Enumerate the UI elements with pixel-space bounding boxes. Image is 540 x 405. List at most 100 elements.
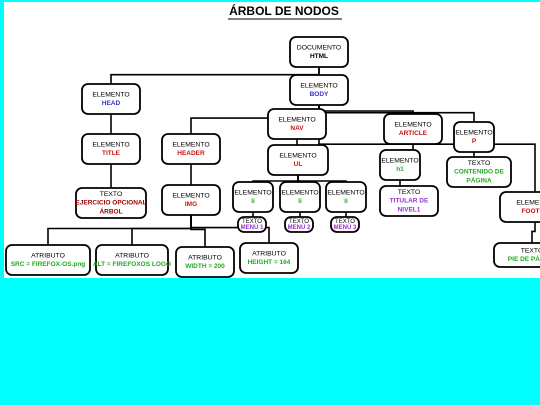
node-header-l1: ELEMENTO xyxy=(172,141,209,148)
node-t-p-l2: CONTENIDO DE xyxy=(454,169,505,176)
node-box xyxy=(379,149,421,181)
edge-footer-to-t-footer xyxy=(531,222,536,243)
node-t-h1-l1: TEXTO xyxy=(398,189,421,196)
node-t-menu1-l1: TEXTO xyxy=(242,219,262,225)
node-box xyxy=(279,181,321,213)
node-box xyxy=(284,216,314,233)
node-documento: DOCUMENTO HTML xyxy=(289,36,349,68)
node-p-l1: ELEMENTO xyxy=(455,129,492,136)
node-body-l1: ELEMENTO xyxy=(300,82,337,89)
node-t-menu3-l2: MENÚ 3 xyxy=(334,224,357,231)
node-box xyxy=(289,36,349,68)
node-article-l2: ARTICLE xyxy=(399,130,428,137)
node-head-l1: ELEMENTO xyxy=(92,91,129,98)
node-box xyxy=(499,191,540,223)
edge-img-to-attr-height xyxy=(190,215,270,243)
node-attr-src-l1: ATRIBUTO xyxy=(31,252,65,259)
node-documento-l2: HTML xyxy=(310,53,328,60)
node-li2-l2: li xyxy=(298,198,302,205)
node-footer-l1: ELEMENTO xyxy=(516,199,540,206)
node-box xyxy=(232,181,274,213)
edge-documento-to-head xyxy=(110,67,320,84)
node-attr-alt-l1: ATRIBUTO xyxy=(115,252,149,259)
node-box xyxy=(383,113,443,145)
node-documento-l1: DOCUMENTO xyxy=(297,44,341,51)
node-box xyxy=(330,216,360,233)
node-ul-l2: UL xyxy=(294,161,303,168)
node-head: ELEMENTO HEAD xyxy=(81,83,141,115)
node-t-menu2-l2: MENÚ 2 xyxy=(288,224,311,231)
node-title-l2: TITLE xyxy=(102,150,121,157)
node-box xyxy=(75,187,147,219)
edge-img-to-attr-src xyxy=(47,215,192,245)
node-attr-width-l1: ATRIBUTO xyxy=(188,254,222,261)
node-box xyxy=(161,133,221,165)
node-ul: ELEMENTO UL xyxy=(267,144,329,176)
node-img-l1: ELEMENTO xyxy=(172,192,209,199)
node-t-h1-l3: NIVEL1 xyxy=(398,207,421,214)
node-li1: ELEMENTO li xyxy=(232,181,274,213)
node-img-l2: IMG xyxy=(185,201,197,208)
node-p: ELEMENTO P xyxy=(453,121,495,153)
node-box xyxy=(289,74,349,106)
node-box xyxy=(81,133,141,165)
node-texto-title-l3: ÁRBOL xyxy=(99,207,122,216)
edge-img-to-attr-alt xyxy=(131,215,192,245)
node-box xyxy=(267,108,327,140)
node-attr-width-l2: WIDTH = 200 xyxy=(185,263,225,270)
edge-ul-to-li1 xyxy=(252,175,299,182)
node-footer: ELEMENTOFOOTER xyxy=(499,191,540,223)
node-attr-src-l2: SRC = FIREFOX-OS.png xyxy=(11,261,86,268)
node-header-l2: HEADER xyxy=(177,150,205,157)
node-t-menu2-l1: TEXTO xyxy=(289,219,309,225)
node-li1-l2: li xyxy=(251,198,255,205)
node-box xyxy=(493,242,540,268)
node-attr-width: ATRIBUTO WIDTH = 200 xyxy=(175,246,235,278)
node-box xyxy=(453,121,495,153)
node-t-footer-l2: PIE DE PÁGINA xyxy=(508,254,540,263)
node-header: ELEMENTO HEADER xyxy=(161,133,221,165)
node-head-l2: HEAD xyxy=(102,100,121,107)
node-img: ELEMENTO IMG xyxy=(161,184,221,216)
node-box xyxy=(237,216,267,233)
node-li3-l2: li xyxy=(344,198,348,205)
node-ul-l1: ELEMENTO xyxy=(279,152,316,159)
edge-img-to-attr-width xyxy=(190,215,206,247)
node-article-l1: ELEMENTO xyxy=(394,121,431,128)
node-texto-title-l2: EJERCICIO OPCIONAL xyxy=(75,200,146,207)
node-article: ELEMENTO ARTICLE xyxy=(383,113,443,145)
node-p-l2: P xyxy=(472,138,477,145)
node-box xyxy=(325,181,367,213)
node-li3-l1: ELEMENTO xyxy=(327,189,364,196)
node-title-l1: ELEMENTO xyxy=(92,141,129,148)
node-attr-height-l2: HEIGHT = 164 xyxy=(248,259,291,266)
node-li2: ELEMENTO li xyxy=(279,181,321,213)
node-t-p-l1: TEXTO xyxy=(468,160,491,167)
node-box xyxy=(95,244,169,276)
node-nav-l2: NAV xyxy=(290,125,304,132)
nodes-layer: DOCUMENTOHTMLELEMENTOHEADELEMENTOBODYELE… xyxy=(5,36,540,278)
node-box xyxy=(161,184,221,216)
diagram-title: ÁRBOL DE NODOS xyxy=(229,3,339,18)
node-attr-src: ATRIBUTO SRC = FIREFOX-OS.png xyxy=(5,244,91,276)
node-li1-l1: ELEMENTO xyxy=(234,189,271,196)
node-nav-l1: ELEMENTO xyxy=(278,116,315,123)
node-li2-l1: ELEMENTO xyxy=(281,189,318,196)
node-t-footer-l1: TEXTO xyxy=(521,247,540,254)
node-h1-l2: h1 xyxy=(396,166,404,173)
node-box xyxy=(175,246,235,278)
node-box xyxy=(81,83,141,115)
node-texto-title-l1: TEXTO xyxy=(100,191,123,198)
